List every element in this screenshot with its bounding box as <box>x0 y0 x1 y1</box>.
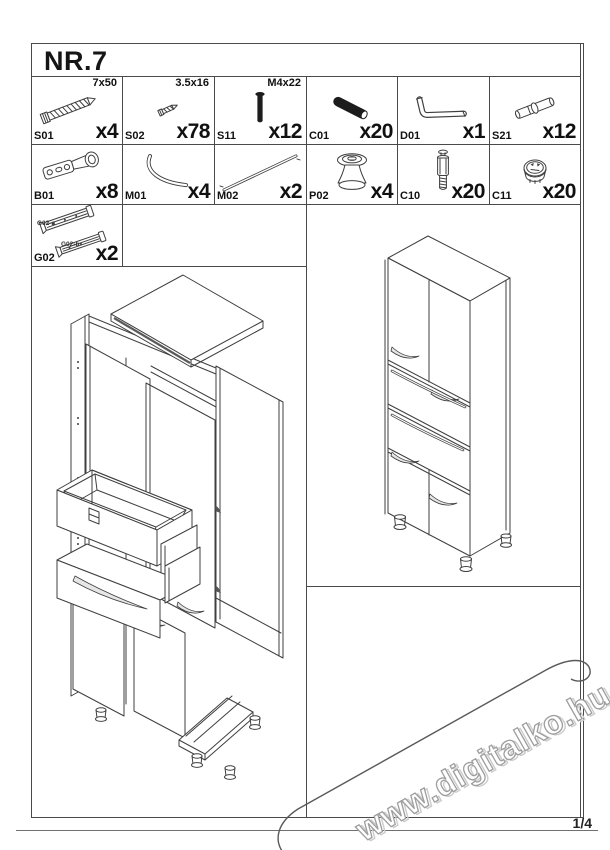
part-qty: x1 <box>462 120 486 143</box>
cam-lock-icon <box>523 159 546 184</box>
slide-sublabel-a: G02-a <box>37 220 56 227</box>
part-cell-M01: M01 x4 <box>122 144 214 204</box>
part-code: B01 <box>34 190 55 202</box>
exploded-cabinet-drawing <box>56 274 284 780</box>
black-dowel-icon <box>332 96 368 120</box>
bottom-rule <box>16 830 598 831</box>
part-code: S02 <box>125 130 145 142</box>
part-cell-M02: M02 x2 <box>214 144 306 204</box>
part-qty: x20 <box>359 120 393 143</box>
grid-line <box>580 43 581 817</box>
part-qty: x4 <box>95 120 119 143</box>
part-cell-S11: M4x22 S11 x12 <box>214 76 306 144</box>
part-dim: 7x50 <box>92 77 117 89</box>
part-cell-S21: S21 x12 <box>489 76 580 144</box>
curved-strip-icon <box>146 154 188 188</box>
grid-line <box>31 144 580 145</box>
screw-large-icon <box>39 97 96 125</box>
part-code: C11 <box>492 190 512 202</box>
part-code: S21 <box>492 130 512 142</box>
long-rod-icon <box>219 154 301 192</box>
part-cell-C11: C11 x20 <box>489 144 580 204</box>
grid-line <box>122 76 123 266</box>
grid-line <box>31 204 580 205</box>
part-qty: x20 <box>451 180 485 203</box>
part-cell-G02: G02-a G02-b G02 x2 <box>31 204 122 266</box>
screw-small-icon <box>157 104 178 117</box>
panel-divider-line <box>306 586 580 587</box>
part-cell-S01: 7x50 S01 x4 <box>31 76 122 144</box>
page-number: 1/4 <box>572 815 592 831</box>
part-qty: x12 <box>542 120 576 143</box>
part-code: M02 <box>217 190 239 202</box>
assembled-cabinet-drawing <box>384 235 512 572</box>
part-dim: 3.5x16 <box>175 77 209 89</box>
part-qty: x20 <box>542 180 576 203</box>
grid-line <box>31 76 580 77</box>
part-qty: x2 <box>95 242 119 265</box>
part-code: M01 <box>125 190 147 202</box>
part-code: G02 <box>34 252 55 264</box>
part-code: D01 <box>400 130 421 142</box>
part-code: C10 <box>400 190 421 202</box>
black-bolt-icon <box>255 92 265 123</box>
part-code: S01 <box>34 130 54 142</box>
grid-line <box>31 266 306 267</box>
part-cell-P02: P02 x4 <box>306 144 397 204</box>
adjustable-foot-icon <box>336 153 367 190</box>
cabinet-feet <box>95 707 261 780</box>
grid-line <box>397 76 398 204</box>
cam-bolt-icon <box>436 149 450 190</box>
slide-sublabel-b: G02-b <box>61 241 80 248</box>
allen-key-icon <box>415 96 467 118</box>
part-code: S11 <box>217 130 236 142</box>
empty-parts-cell <box>122 204 306 266</box>
part-cell-S02: 3.5x16 S02 x78 <box>122 76 214 144</box>
cabinet-feet <box>393 514 512 572</box>
grid-line <box>489 76 490 204</box>
part-cell-C01: C01 x20 <box>306 76 397 144</box>
part-qty: x4 <box>187 180 211 203</box>
part-code: P02 <box>309 190 329 202</box>
dowel-pin-icon <box>514 97 554 119</box>
part-qty: x4 <box>370 180 394 203</box>
page-title: NR.7 <box>44 46 108 76</box>
part-cell-D01: D01 x1 <box>397 76 489 144</box>
center-divider-line <box>306 76 307 817</box>
part-cell-C10: C10 x20 <box>397 144 489 204</box>
drawer-slides-icon <box>38 204 106 258</box>
hinge-icon <box>41 151 99 180</box>
part-qty: x8 <box>95 180 119 203</box>
part-qty: x2 <box>279 180 303 203</box>
part-dim: M4x22 <box>267 77 301 89</box>
part-qty: x12 <box>268 120 302 143</box>
part-cell-B01: B01 x8 <box>31 144 122 204</box>
part-qty: x78 <box>176 120 210 143</box>
part-code: C01 <box>309 130 330 142</box>
grid-line <box>214 76 215 204</box>
